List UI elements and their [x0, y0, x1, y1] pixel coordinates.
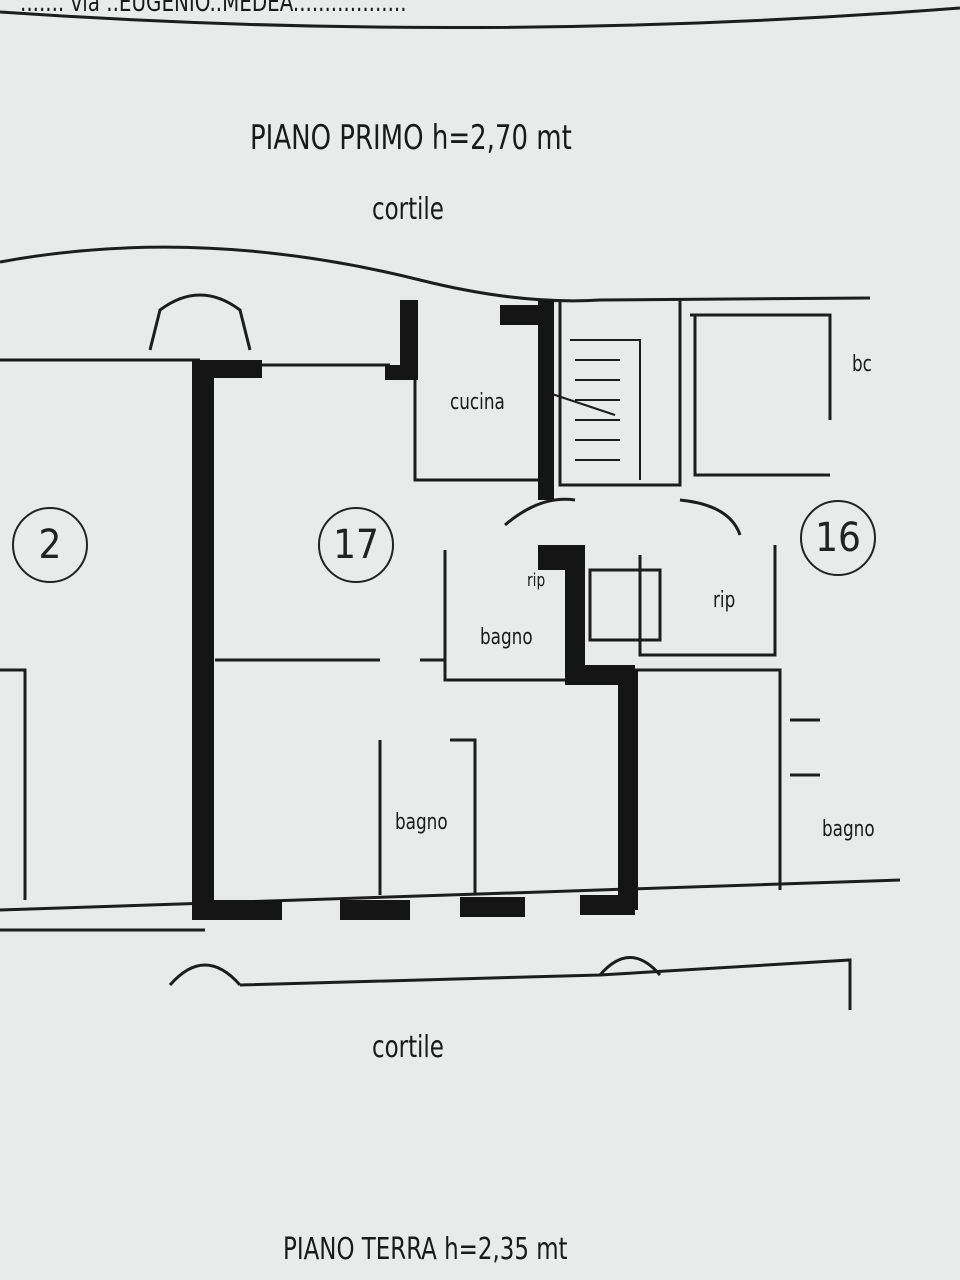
bottom-courtyard-label: cortile [372, 1030, 444, 1065]
room-label-bath-lower: bagno [395, 810, 448, 835]
top-courtyard-label: cortile [372, 192, 444, 227]
room-label-kitchen: cucina [450, 390, 505, 415]
header-rule [0, 6, 960, 30]
street-address: ....... via ..EUGENIO..MEDEA............… [20, 0, 407, 18]
unit-number-16: 16 [800, 500, 876, 576]
room-label-bath-upper: bagno [480, 625, 533, 650]
top-courtyard-line [0, 245, 871, 303]
unit-number-2: 2 [12, 507, 88, 583]
ground-floor-title: PIANO TERRA h=2,35 mt [283, 1232, 568, 1267]
room-label-bath-right: bagno [822, 817, 875, 842]
room-label-storage-right: rip [713, 588, 736, 613]
room-label-partial: bc [852, 352, 872, 377]
floor-title: PIANO PRIMO h=2,70 mt [250, 118, 572, 158]
load-bearing-wall-right [618, 670, 638, 910]
load-bearing-wall-left [192, 360, 214, 920]
room-label-storage-small: rip [527, 570, 546, 591]
unit-number-17: 17 [318, 507, 394, 583]
